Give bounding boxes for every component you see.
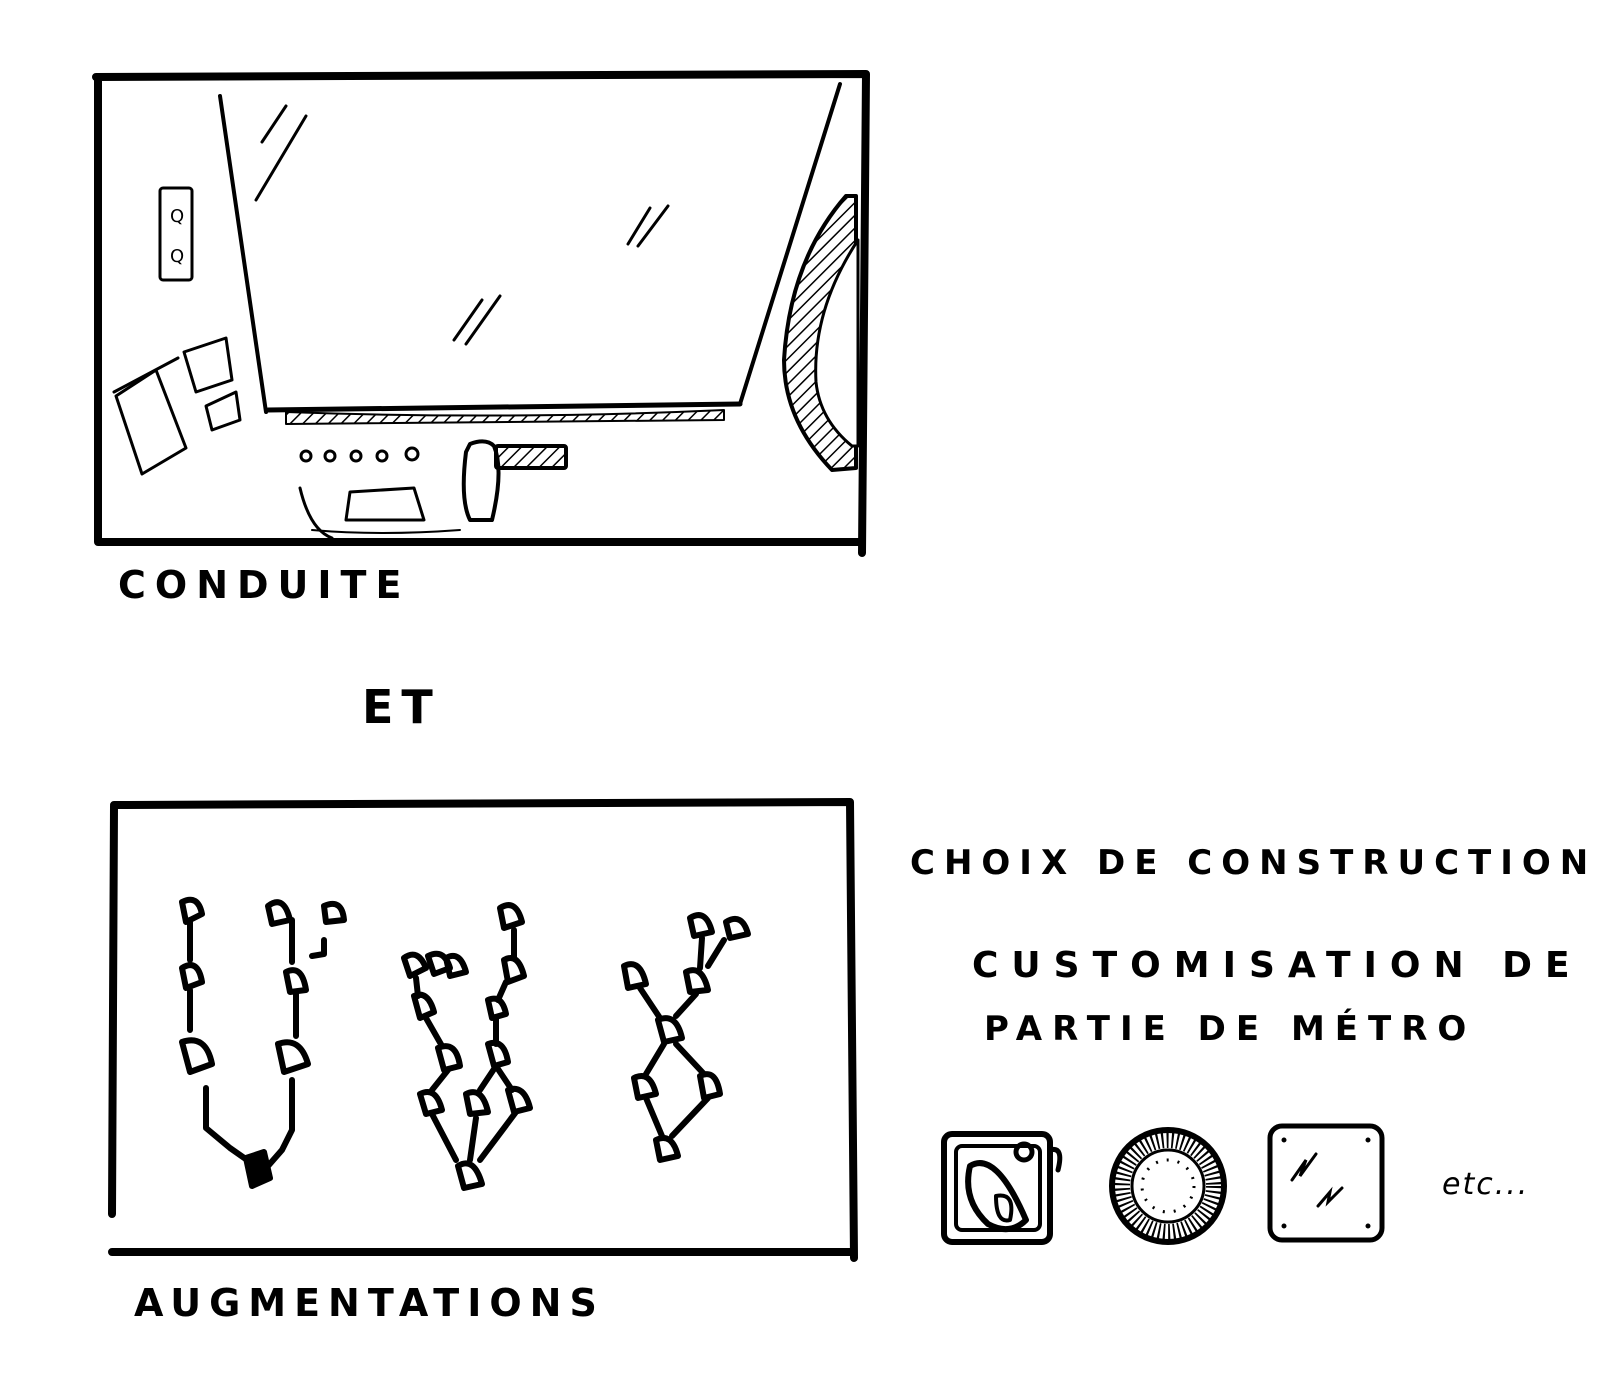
upgrade-tree-3 <box>621 912 751 1163</box>
upgrade-tree-1 <box>179 896 347 1189</box>
control-console <box>298 446 461 540</box>
upgrades-label: AUGMENTATIONS <box>134 1281 605 1325</box>
driving-label: CONDUITE <box>118 563 411 607</box>
door-frame <box>782 194 860 472</box>
customisation-label-line2: PARTIE DE MÉTRO <box>984 1009 1477 1049</box>
etc-label: etc... <box>1442 1167 1530 1202</box>
and-label: ET <box>362 680 441 734</box>
window-panel-part-icon <box>1267 1123 1385 1243</box>
upgrades-panel <box>108 798 858 1262</box>
throttle-lever <box>461 439 568 522</box>
wall-handle: Q Q <box>158 186 194 282</box>
wheel-part-icon <box>1109 1127 1227 1245</box>
svg-text:Q: Q <box>170 206 184 227</box>
driving-cab-panel: Q Q <box>92 70 870 557</box>
build-choices-label: CHOIX DE CONSTRUCTION <box>910 843 1598 883</box>
upgrade-tree-2 <box>401 902 533 1191</box>
customisation-label-line1: CUSTOMISATION DE <box>972 945 1583 986</box>
svg-text:Q: Q <box>170 246 184 267</box>
sticker-part-icon <box>941 1131 1063 1245</box>
windshield <box>218 82 842 425</box>
side-panels <box>112 336 242 476</box>
